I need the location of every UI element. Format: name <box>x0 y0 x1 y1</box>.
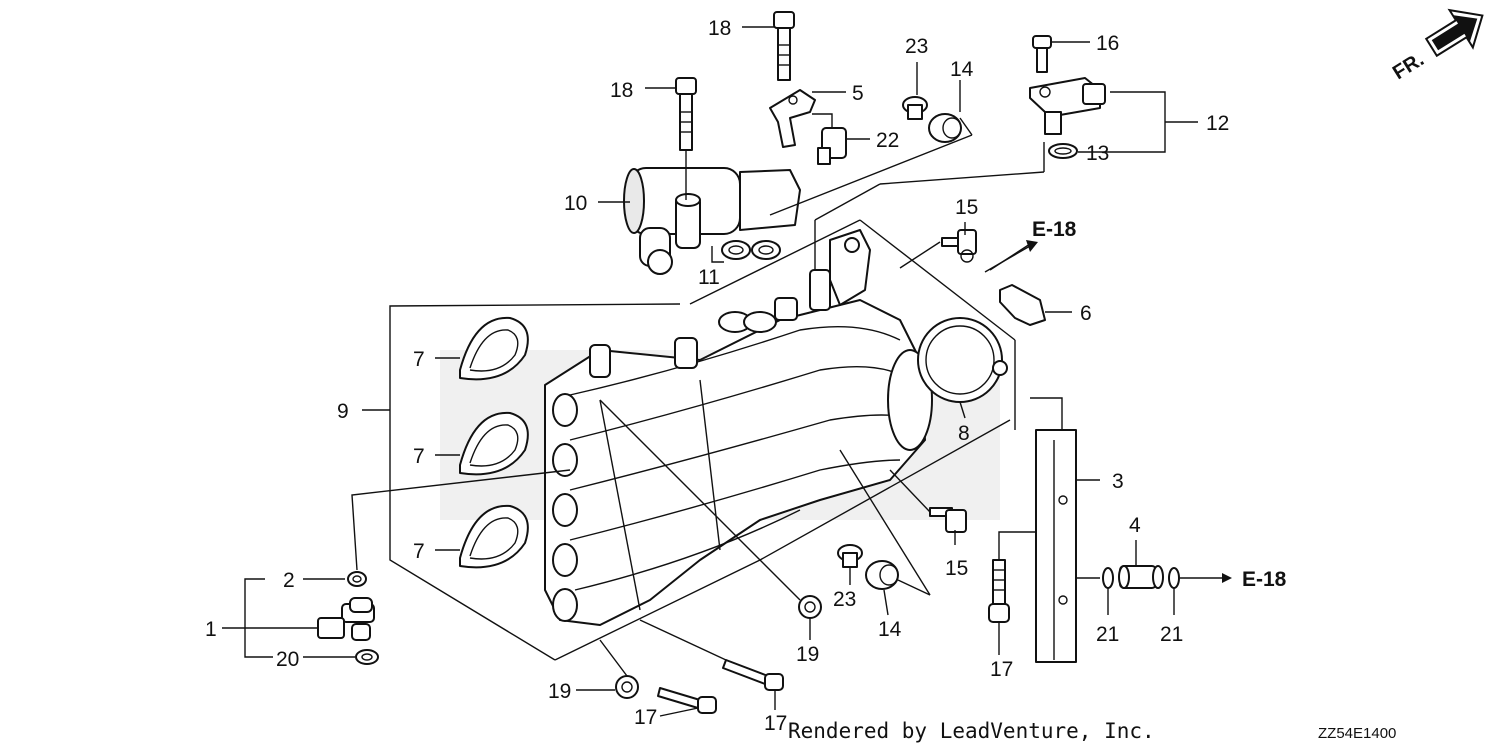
callout-17-credit: 17 <box>764 712 787 735</box>
callout-1: 1 <box>205 618 217 641</box>
nut-19-bottom <box>599 639 639 699</box>
callout-16: 16 <box>1096 32 1119 55</box>
credit-text: Rendered by LeadVenture, Inc. <box>788 719 1155 743</box>
fuel-injector-1 <box>317 597 375 641</box>
seal-2 <box>347 571 367 587</box>
o-ring-13 <box>1048 143 1078 159</box>
fuel-rail-3 <box>1030 397 1100 663</box>
callout-15-bottom: 15 <box>945 557 968 580</box>
callout-19-bottom: 19 <box>548 680 571 703</box>
callout-22: 22 <box>876 129 899 152</box>
callout-3: 3 <box>1112 470 1124 493</box>
callout-13: 13 <box>1086 142 1109 165</box>
clip-22 <box>812 113 847 165</box>
bolt-17-right <box>988 531 1036 655</box>
diagram-code: ZZ54E1400 <box>1318 725 1396 742</box>
callout-7-top: 7 <box>413 348 425 371</box>
map-sensor-12 <box>1029 77 1106 135</box>
gasket-7-middle <box>459 411 529 476</box>
o-ring-21-left <box>1102 567 1114 589</box>
joint-4 <box>1118 540 1164 589</box>
screw-23-lower <box>837 544 863 568</box>
callout-17-right: 17 <box>990 658 1013 681</box>
grommet-14-upper <box>769 113 973 216</box>
bolt-15-upper <box>941 229 977 263</box>
o-ring-21-right <box>1168 567 1180 589</box>
grommet-14-lower <box>839 449 931 596</box>
bolt-15-lower <box>929 507 967 533</box>
ref-e18-top: E-18 <box>1032 218 1077 241</box>
intake-manifold <box>544 229 933 626</box>
callout-5: 5 <box>852 82 864 105</box>
callout-8: 8 <box>958 422 970 445</box>
callout-10: 10 <box>564 192 587 215</box>
callout-23-top: 23 <box>905 35 928 58</box>
seal-20 <box>355 649 379 665</box>
callout-21-left: 21 <box>1096 623 1119 646</box>
e18-arrow-top <box>984 240 1038 273</box>
callout-18-top: 18 <box>708 17 731 40</box>
screw-16 <box>1032 35 1052 73</box>
callout-6: 6 <box>1080 302 1092 325</box>
bolt-17-bottom-b <box>639 619 784 691</box>
clip-6 <box>999 284 1072 326</box>
gasket-8 <box>917 317 1008 419</box>
o-rings-11 <box>711 240 781 263</box>
bolt-18-lower <box>675 77 697 200</box>
callout-20: 20 <box>276 648 299 671</box>
callout-7-middle: 7 <box>413 445 425 468</box>
callout-2: 2 <box>283 569 295 592</box>
gasket-7-bottom <box>459 504 529 569</box>
bracket-5 <box>769 89 816 148</box>
callout-23-bottom: 23 <box>833 588 856 611</box>
callout-14-bottom: 14 <box>878 618 902 641</box>
callout-9: 9 <box>337 400 349 423</box>
bolt-17-bottom-a <box>657 687 717 714</box>
callout-18-lower: 18 <box>610 79 633 102</box>
gasket-7-top <box>459 316 529 381</box>
callout-11: 11 <box>698 266 720 289</box>
callout-17-bottom: 17 <box>634 706 657 729</box>
leader-lines <box>435 26 1175 717</box>
ref-e18-right: E-18 <box>1242 568 1287 591</box>
callout-7-bottom: 7 <box>413 540 425 563</box>
callout-12: 12 <box>1206 112 1229 135</box>
bolt-18-upper <box>773 11 795 81</box>
callout-4: 4 <box>1129 514 1141 537</box>
callout-15-top: 15 <box>955 196 978 219</box>
callout-14-top: 14 <box>950 58 974 81</box>
callout-19-middle: 19 <box>796 643 819 666</box>
callout-21-right: 21 <box>1160 623 1183 646</box>
front-arrow-icon <box>1424 8 1484 58</box>
screw-23-upper <box>902 96 928 120</box>
nut-19-middle <box>599 399 822 619</box>
front-direction-label: FR. <box>1389 49 1428 85</box>
idle-air-control-valve-10 <box>623 167 801 275</box>
